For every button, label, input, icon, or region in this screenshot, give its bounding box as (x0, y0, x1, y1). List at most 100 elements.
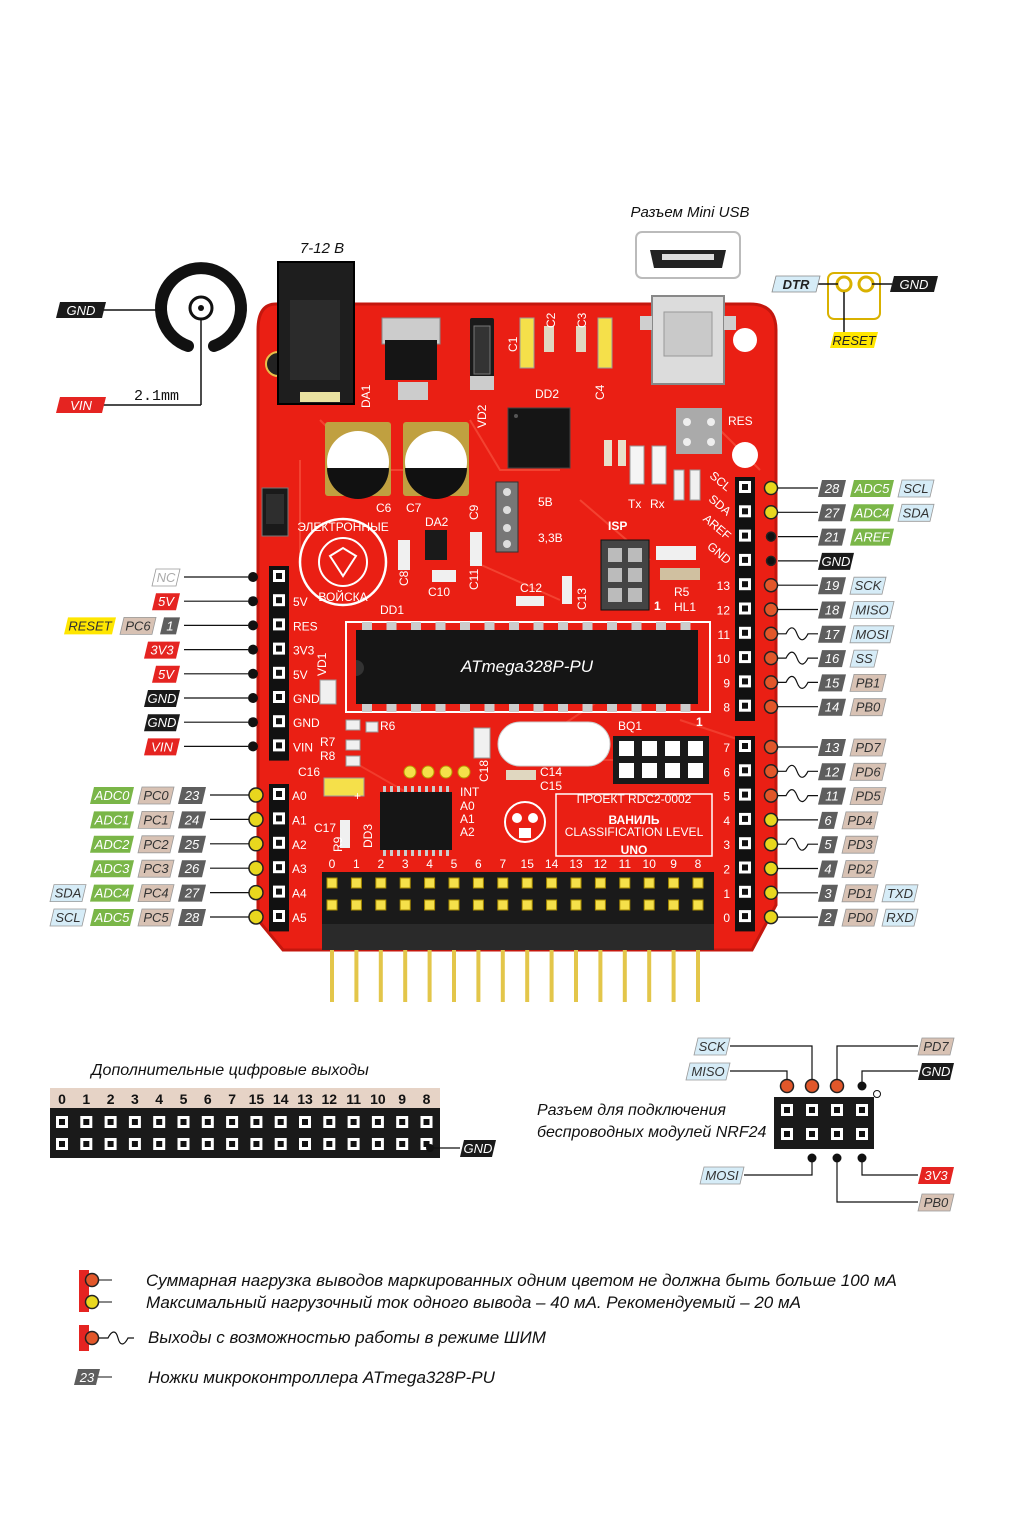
right-tag: 2 (818, 909, 838, 927)
right-pin (765, 531, 777, 542)
left-power-tag: GND (144, 714, 180, 732)
svg-text:12: 12 (825, 764, 840, 779)
svg-text:R8: R8 (320, 749, 336, 763)
reset-button (676, 408, 722, 454)
usb-chip-dd2 (507, 407, 571, 469)
svg-text:DA2: DA2 (425, 515, 449, 529)
svg-text:ЭЛЕКТРОННЫЕ: ЭЛЕКТРОННЫЕ (297, 520, 388, 534)
svg-text:26: 26 (184, 861, 200, 876)
right-tag: PD1 (841, 884, 879, 903)
right-tag: 14 (818, 698, 846, 716)
bottom-header-silk: 4 (426, 857, 433, 871)
right-tag: ADC4 (850, 504, 894, 522)
svg-text:C8: C8 (397, 570, 411, 586)
right-tag: 13 (818, 739, 846, 756)
left-power-silk: GND (293, 716, 320, 730)
right-tag: MOSI (849, 625, 895, 644)
right-pin (763, 764, 779, 779)
svg-text:PC0: PC0 (143, 788, 169, 803)
right-pin (763, 909, 779, 925)
svg-text:2: 2 (823, 910, 832, 925)
right-pin (763, 739, 779, 755)
left-analog-silk: A5 (292, 911, 307, 925)
svg-text:PC5: PC5 (143, 910, 169, 925)
svg-text:15: 15 (825, 675, 840, 690)
svg-text:PC2: PC2 (143, 837, 169, 852)
extra-pin-label: 15 (249, 1091, 265, 1107)
logo-mid-silk: CLASSIFICATION LEVEL (565, 825, 704, 839)
capacitor-c6 (325, 422, 391, 499)
left-analog-pin (248, 909, 264, 925)
left-analog-tag: SDA (49, 884, 87, 902)
svg-text:ADC3: ADC3 (94, 861, 130, 876)
left-analog-silk: A3 (292, 862, 307, 876)
left-analog-tag: ADC1 (90, 811, 134, 829)
legend-line-4: Ножки микроконтроллера ATmega328P-PU (148, 1368, 495, 1387)
right-pin (763, 699, 779, 714)
svg-text:C1: C1 (506, 336, 520, 352)
svg-text:PB0: PB0 (924, 1195, 949, 1210)
svg-text:R9: R9 (331, 836, 345, 852)
svg-text:PD4: PD4 (847, 813, 872, 828)
left-power-tag: GND (144, 690, 180, 707)
svg-text:1: 1 (696, 715, 703, 729)
bottom-header-silk: 15 (521, 857, 535, 871)
bottom-header-silk: 12 (594, 857, 608, 871)
legend-line-3: Выходы с возможностью работы в режиме ШИ… (148, 1328, 546, 1347)
dtr-tag: DTR (771, 275, 821, 293)
left-analog-pin (248, 860, 264, 876)
extra-pin-label: 14 (273, 1091, 289, 1107)
svg-text:NC: NC (157, 570, 176, 585)
svg-text:VIN: VIN (151, 739, 173, 754)
right-silk: 1 (723, 887, 730, 901)
right-tag: GND (818, 552, 854, 570)
svg-text:C4: C4 (593, 384, 607, 400)
right-silk: 9 (723, 676, 730, 690)
svg-text:SCL: SCL (903, 481, 928, 496)
right-tag: 16 (818, 650, 846, 668)
svg-text:C11: C11 (467, 569, 481, 590)
right-silk: 7 (723, 741, 730, 755)
left-power-silk: GND (293, 692, 320, 706)
svg-text:24: 24 (184, 812, 199, 827)
right-tag: PD6 (849, 762, 887, 781)
right-silk: 10 (717, 652, 731, 666)
svg-text:1: 1 (654, 599, 661, 613)
logo-top-silk: ПРОЕКТ RDC2-0002 (577, 792, 692, 806)
svg-text:GND: GND (67, 303, 96, 318)
svg-text:PD0: PD0 (847, 910, 873, 925)
svg-text:C7: C7 (406, 501, 422, 515)
logo-bottom-silk: UNO (621, 843, 648, 857)
legend-pin-number-icon: 23 (74, 1369, 112, 1385)
right-tag: 28 (818, 480, 846, 497)
legend-load-icon (79, 1270, 112, 1312)
svg-text:C13: C13 (575, 588, 589, 610)
nrf-mosi-tag: MOSI (699, 1166, 745, 1185)
svg-text:27: 27 (824, 505, 840, 520)
svg-text:28: 28 (184, 910, 200, 925)
extra-pin-label: 10 (370, 1091, 386, 1107)
right-tag: PD0 (841, 908, 879, 927)
left-analog-tag: PC5 (137, 908, 175, 927)
left-power-tag: RESET (64, 617, 116, 635)
svg-text:SS: SS (855, 651, 873, 666)
svg-text:AREF: AREF (854, 530, 891, 545)
svg-text:PC6: PC6 (125, 618, 151, 633)
isp-header (600, 539, 650, 611)
left-analog-tag: 28 (178, 909, 206, 926)
right-pin (765, 555, 777, 567)
right-tag: PD5 (849, 787, 887, 805)
svg-text:C10: C10 (428, 585, 450, 599)
svg-text:VD2: VD2 (475, 404, 489, 428)
right-tag: PD4 (841, 811, 879, 830)
legend-line-2: Максимальный нагрузочный ток одного выво… (146, 1293, 801, 1312)
svg-text:16: 16 (825, 651, 840, 666)
left-analog-tag: PC4 (137, 884, 175, 902)
svg-text:C12: C12 (520, 581, 542, 595)
right-silk: 6 (723, 765, 730, 779)
right-pin (763, 788, 779, 803)
left-analog-tag: PC3 (137, 859, 175, 878)
